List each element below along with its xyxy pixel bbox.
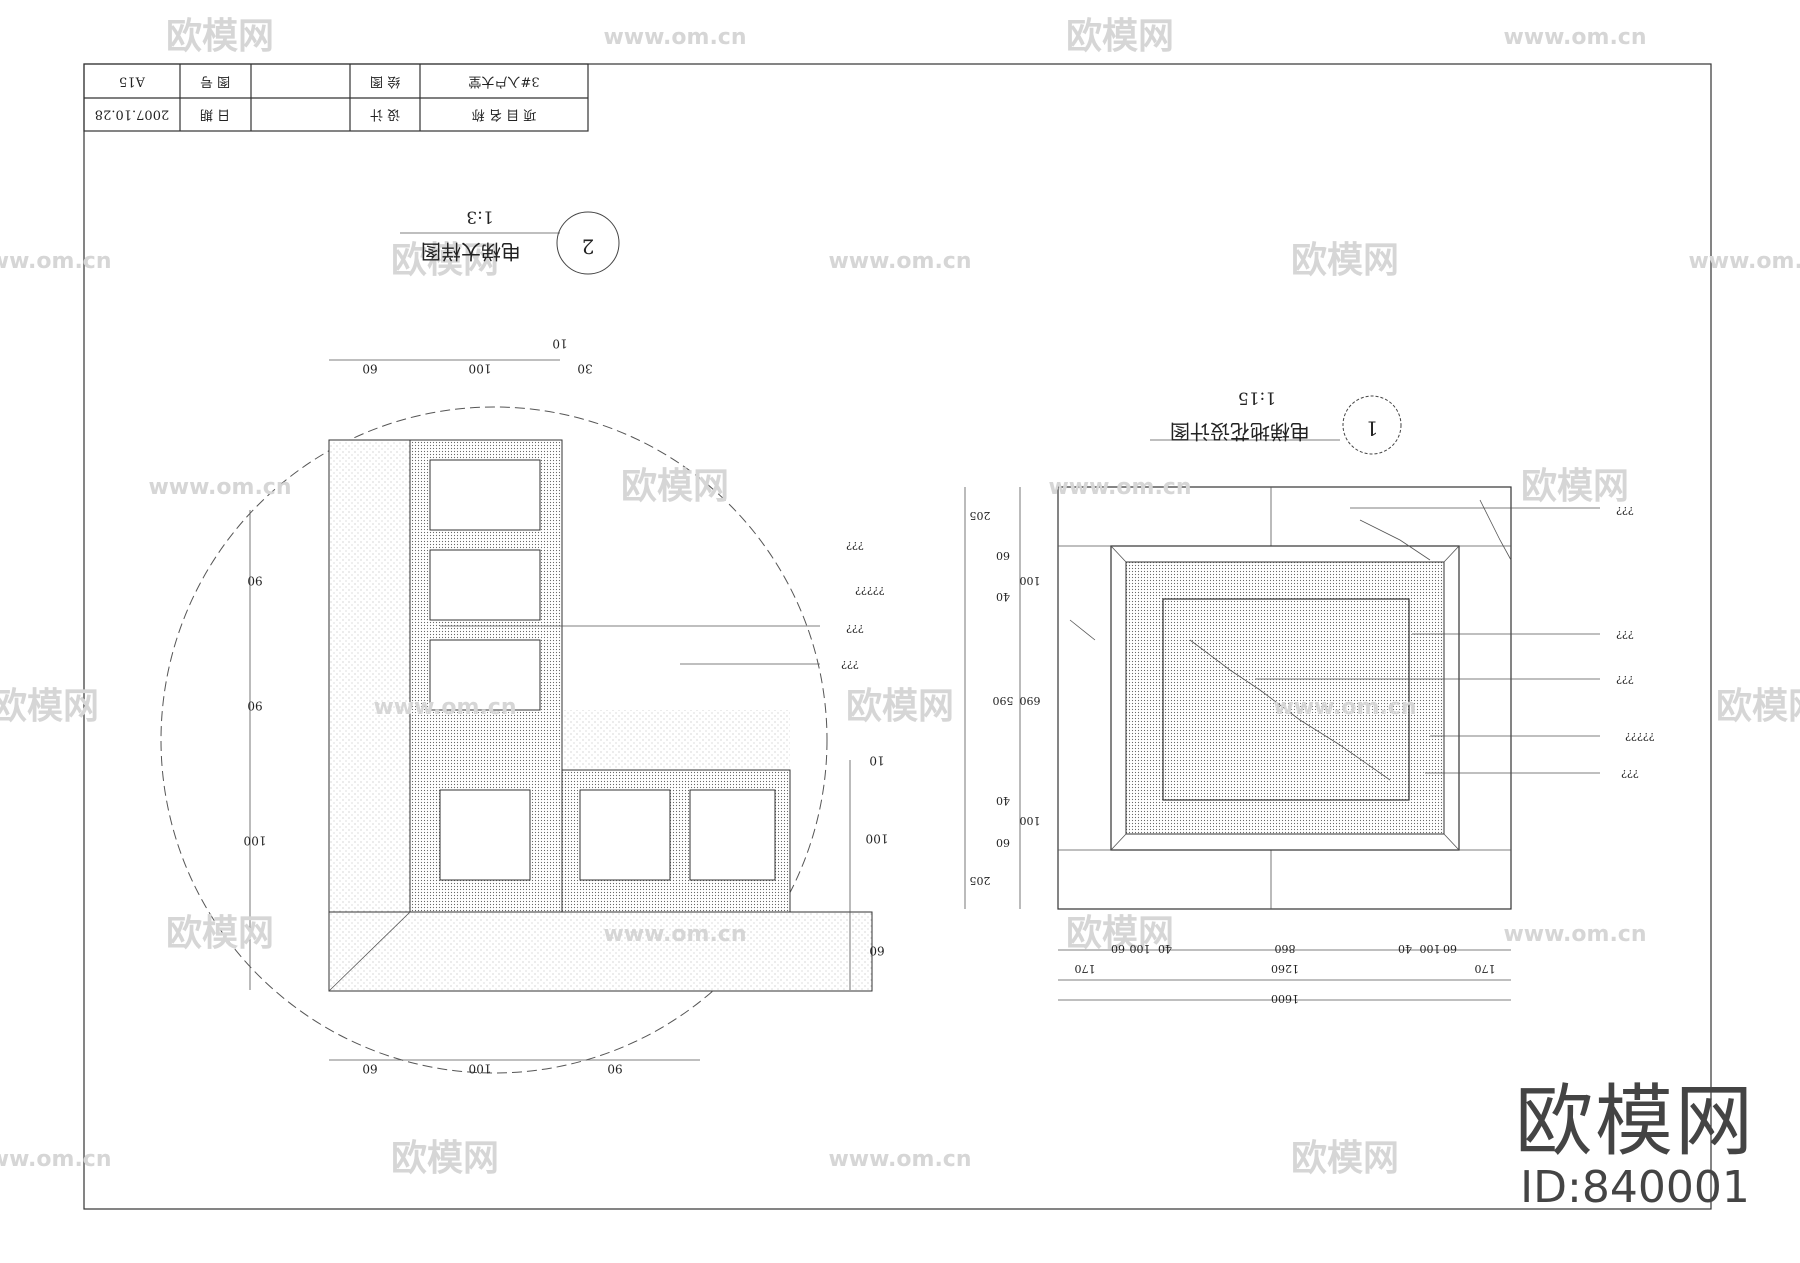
dimension-label: 100 <box>469 1062 492 1076</box>
drawing-scale: 1:15 <box>1238 388 1276 408</box>
watermark-text: 欧模网 <box>166 913 274 954</box>
watermark-text: 欧模网 <box>1716 686 1800 727</box>
leader-label: ????? <box>855 584 885 597</box>
watermark-text: 欧模网 <box>1291 1138 1399 1179</box>
dimension-label: 60 <box>362 1062 377 1076</box>
dimension-label: 60 <box>1443 942 1457 955</box>
leader-label: ??? <box>1616 628 1634 641</box>
leader-label: ??? <box>841 658 859 671</box>
dimension-label: 100 <box>1020 814 1041 827</box>
dimension-label: 30 <box>577 362 592 376</box>
watermark-text: 欧模网 <box>391 1138 499 1179</box>
watermark-text: 欧模网 <box>1066 913 1174 954</box>
dimension-label: 205 <box>970 874 991 887</box>
dimension-label: 170 <box>1075 962 1096 975</box>
drawing-1-floor-pattern <box>964 395 1600 1001</box>
leader-label: ??? <box>846 539 864 552</box>
dimension-label: 60 <box>1111 942 1125 955</box>
drawing-number: 1 <box>1366 417 1379 441</box>
dimension-label: 205 <box>970 509 991 522</box>
watermark-text: www.om.cn <box>0 1147 112 1172</box>
brand-logo: 欧模网 ID:840001 <box>1515 1080 1755 1212</box>
watermark-text: www.om.cn <box>373 695 516 720</box>
dimension-label: 100 <box>1420 942 1441 955</box>
watermark-text: 欧模网 <box>1291 240 1399 281</box>
title-block-cell: 项 目 名 称 <box>472 107 536 123</box>
dimension-label: 40 <box>996 794 1010 807</box>
drawing-title: 电梯大样图 <box>421 240 521 264</box>
dimension-label: 40 <box>1398 942 1412 955</box>
watermark-text: www.om.cn <box>603 25 746 50</box>
watermark-text: www.om.cn <box>828 249 971 274</box>
watermark-text: www.om.cn <box>148 475 291 500</box>
dimension-label: 100 <box>866 832 889 846</box>
watermark-text: 欧模网 <box>1521 466 1629 507</box>
dimension-label: 60 <box>996 549 1010 562</box>
watermark-text: www.om.cn <box>1273 695 1416 720</box>
watermark-text: www.om.cn <box>1503 25 1646 50</box>
leader-label: ??? <box>1616 673 1634 686</box>
dimension-label: 10 <box>869 754 884 768</box>
dimension-label: 40 <box>996 590 1010 603</box>
dimension-label: 60 <box>869 944 884 958</box>
watermark-text: 欧模网 <box>621 466 729 507</box>
watermark-text: 欧模网 <box>166 16 274 57</box>
sheet-border <box>83 63 1712 1210</box>
dimension-label: 60 <box>362 362 377 376</box>
watermark-layer: 欧模网 www.om.cn 欧模网 www.om.cn 欧模网 www.om.cn 欧模网 w… <box>0 16 1800 1179</box>
leader-label: ??? <box>1616 504 1634 517</box>
leader-label: ??? <box>1621 767 1639 780</box>
watermark-text: www.om.cn <box>1048 475 1191 500</box>
dimension-label: 690 <box>1020 694 1041 707</box>
watermark-text: 欧模网 <box>0 686 99 727</box>
drawing-scale: 1:3 <box>466 207 493 227</box>
title-block-cell: 图 号 <box>200 74 230 89</box>
dimension-label: 590 <box>993 694 1014 707</box>
drawing-2-detail <box>160 211 873 1074</box>
drawing-title: 电梯地花设计图 <box>1170 420 1310 444</box>
watermark-text: www.om.cn <box>0 249 112 274</box>
watermark-text: 欧模网 <box>846 686 954 727</box>
leader-label: ??? <box>846 622 864 635</box>
dimension-label: 60 <box>996 836 1010 849</box>
dimension-label: 100 <box>1130 942 1151 955</box>
dimension-label: 860 <box>1275 942 1296 955</box>
dimension-label: 40 <box>1158 942 1172 955</box>
logo-brand: 欧模网 <box>1515 1077 1756 1167</box>
dimension-label: 100 <box>469 362 492 376</box>
dimension-label: 100 <box>1020 574 1041 587</box>
leader-label: ????? <box>1625 730 1655 743</box>
watermark-text: www.om.cn <box>603 922 746 947</box>
dimension-label: 10 <box>552 337 567 351</box>
watermark-text: www.om.cn <box>828 1147 971 1172</box>
title-block-cell: 绘 图 <box>370 74 400 89</box>
title-block-cell: 2007.10.28 <box>95 107 169 122</box>
dimension-label: 170 <box>1475 962 1496 975</box>
title-block-cell: 设 计 <box>370 107 400 122</box>
logo-id: ID:840001 <box>1520 1162 1750 1213</box>
dimension-label: 1260 <box>1271 962 1299 975</box>
watermark-text: 欧模网 <box>1066 16 1174 57</box>
watermark-text: www.om.cn <box>1503 922 1646 947</box>
watermark-text: www.om.cn <box>1688 249 1800 274</box>
title-block <box>83 63 589 132</box>
dimension-label: 90 <box>247 574 262 588</box>
watermark-text: 欧模网 <box>391 240 499 281</box>
drawing-number: 2 <box>582 235 595 259</box>
dimension-label: 90 <box>247 699 262 713</box>
dimension-label: 100 <box>244 834 267 848</box>
dimension-label: 1600 <box>1271 992 1299 1005</box>
dimension-label: 90 <box>607 1062 622 1076</box>
title-block-cell: A15 <box>119 74 146 89</box>
title-block-cell: 3#入户大堂 <box>468 74 539 90</box>
title-block-cell: 日 期 <box>200 107 230 122</box>
